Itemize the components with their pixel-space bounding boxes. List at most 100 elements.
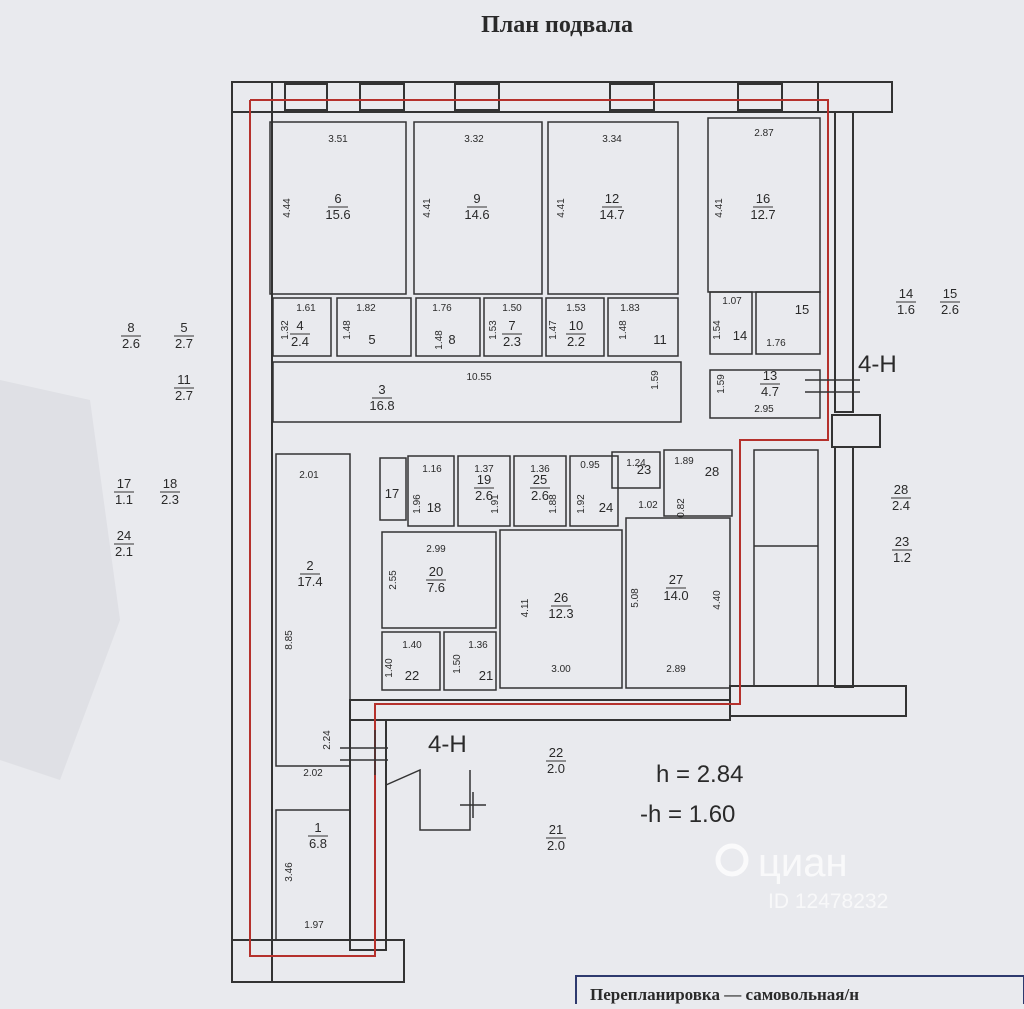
room-15-outline [755, 291, 821, 355]
room-13-number: 13 [763, 368, 777, 383]
window-4 [609, 83, 655, 111]
dimension-12: 1.53 [566, 303, 586, 314]
dimension-22: 1.76 [766, 338, 786, 349]
dimension-48: 1.40 [384, 658, 395, 678]
legend-2-area: 2.7 [175, 388, 193, 403]
dimension-5: 4.41 [422, 198, 433, 218]
room-19-number: 19 [477, 472, 491, 487]
room-7-area: 2.3 [503, 334, 521, 349]
dimension-35: 1.91 [490, 494, 501, 514]
legend-10-number: 22 [549, 745, 563, 760]
room-14-number: 14 [733, 328, 747, 343]
dimension-42: 4.11 [520, 598, 531, 617]
room-13-outline [709, 369, 821, 419]
dimension-53: 2.02 [303, 768, 323, 779]
room-15-number: 15 [795, 302, 809, 317]
dimension-23: 10.55 [466, 372, 491, 383]
room-25-number: 25 [533, 472, 547, 487]
legend-1-area: 2.7 [175, 336, 193, 351]
dimension-29: 1.37 [474, 464, 494, 475]
room-17-number: 17 [385, 486, 399, 501]
dimension-54: 3.46 [284, 862, 295, 882]
room-16-number: 16 [756, 191, 770, 206]
legend-1-number: 5 [180, 320, 187, 335]
legend-8-area: 2.4 [892, 498, 910, 513]
dimension-30: 1.36 [530, 464, 550, 475]
legend-11-area: 2.0 [547, 838, 565, 853]
dimension-28: 1.16 [422, 464, 442, 475]
dimension-9: 1.82 [356, 303, 376, 314]
dimension-7: 4.41 [714, 198, 725, 218]
room-7-number: 7 [508, 318, 515, 333]
watermark-id: ID 12478232 [768, 890, 888, 913]
dimension-15: 1.32 [280, 320, 291, 340]
room-18-outline [407, 455, 455, 527]
legend-2-number: 11 [177, 372, 191, 387]
dimension-31: 0.95 [580, 460, 600, 471]
dimension-11: 1.50 [502, 303, 522, 314]
room-25-area: 2.6 [531, 488, 549, 503]
dimension-6: 4.41 [556, 198, 567, 218]
room-20-outline [381, 531, 497, 629]
legend-10-area: 2.0 [547, 761, 565, 776]
watermark: циан ID 12478232 [715, 841, 888, 913]
dimension-10: 1.76 [432, 303, 452, 314]
room-24-outline [569, 455, 619, 527]
room-8-number: 8 [448, 332, 455, 347]
room-12-area: 14.7 [599, 207, 624, 222]
dimension-32: 1.24 [626, 458, 646, 469]
top-right-wall [817, 81, 893, 113]
window-3 [454, 83, 500, 111]
dimension-16: 1.48 [342, 320, 353, 340]
room-outlines [269, 117, 821, 941]
room-9-outline [413, 121, 543, 295]
room-13-area: 4.7 [761, 384, 779, 399]
room-19-area: 2.6 [475, 488, 493, 503]
room-2-outline [275, 453, 351, 767]
room-11-number: 11 [653, 332, 667, 347]
room-28-number: 28 [705, 464, 719, 479]
dimension-37: 1.92 [576, 494, 587, 514]
room-21-number: 21 [479, 668, 493, 683]
dimension-21: 1.54 [712, 320, 723, 340]
room-22-number: 22 [405, 668, 419, 683]
right-wall-step [831, 414, 881, 448]
room-3-outline [272, 361, 682, 423]
room-5-number: 5 [368, 332, 375, 347]
room-28-outline [663, 449, 733, 517]
depth-label: -h = 1.60 [640, 801, 735, 828]
dimension-43: 5.08 [630, 588, 641, 608]
room-1-area: 6.8 [309, 836, 327, 851]
room-18-number: 18 [427, 500, 441, 515]
footer-note: Перепланировка — самовольная/н [590, 985, 859, 1004]
room-20-number: 20 [429, 564, 443, 579]
window-2 [359, 83, 405, 111]
dimension-14: 1.07 [722, 296, 742, 307]
dimension-45: 8.85 [284, 630, 295, 650]
legend-0-area: 2.6 [122, 336, 140, 351]
watermark-logo-icon [715, 843, 749, 877]
plan-title: План подвала [481, 12, 633, 38]
room-25-outline [513, 455, 567, 527]
room-11-outline [607, 297, 679, 357]
room-24-number: 24 [599, 500, 613, 515]
room-16-area: 12.7 [750, 207, 775, 222]
room-27-number: 27 [669, 572, 683, 587]
stair-outline [385, 768, 471, 831]
room-19-outline [457, 455, 511, 527]
legend-3-area: 1.1 [115, 492, 133, 507]
legend-11-number: 21 [549, 822, 563, 837]
room-1-outline [275, 809, 351, 941]
room-20-area: 7.6 [427, 580, 445, 595]
legend-0-number: 8 [127, 320, 134, 335]
legend-4-number: 18 [163, 476, 177, 491]
room-17-outline [379, 457, 407, 521]
room-4-outline [272, 297, 332, 357]
legend-5-number: 24 [117, 528, 131, 543]
dimension-1: 3.32 [464, 134, 484, 145]
watermark-brand: циан [758, 841, 848, 885]
legend-labels: 82.652.7112.7171.1182.3242.1141.6152.628… [114, 286, 960, 853]
room-4-number: 4 [296, 318, 303, 333]
